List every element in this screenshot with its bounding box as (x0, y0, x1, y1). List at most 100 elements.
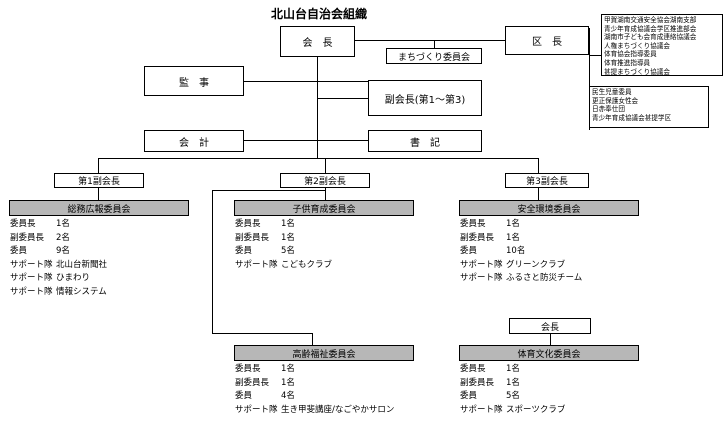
connector (550, 334, 551, 345)
member-row: サポート隊生き甲斐講座/なごやかサロン (235, 404, 394, 418)
member-role: 副委員長 (235, 377, 270, 388)
member-row: 副委員長 1名 (235, 232, 332, 246)
committee-name: 子供育成委員会 (292, 204, 356, 215)
kucho-box: 区 長 (505, 26, 589, 55)
member-value: 4名 (281, 391, 295, 401)
connector (355, 40, 505, 41)
member-role: 委員長 (235, 219, 261, 229)
fukukaicho-box: 副会長(第1～第3) (368, 80, 482, 116)
member-row: サポート隊こどもクラブ (235, 259, 332, 273)
member-role: 委員 (10, 246, 28, 256)
member-row: サポート隊北山台新聞社 (10, 259, 107, 273)
kanji-label: 監 事 (179, 77, 209, 89)
member-role: 委員 (235, 391, 253, 401)
committee-name: 総務広報委員会 (67, 204, 131, 215)
kaikei-label: 会 計 (179, 137, 209, 149)
somu-committee-header: 総務広報委員会 (9, 200, 189, 216)
member-role: 副委員長 (460, 232, 495, 243)
member-row: 副委員長 1名 (460, 232, 582, 246)
connector (212, 190, 213, 333)
connector (244, 140, 368, 141)
member-row: 委員長 1名 (10, 218, 107, 232)
kaikei-box: 会 計 (144, 130, 244, 152)
member-row: 委員長 1名 (460, 363, 565, 377)
member-role: サポート隊 (10, 273, 53, 283)
member-value: 2名 (56, 232, 70, 243)
member-role: 委員長 (460, 219, 486, 229)
member-value: ふるさと防災チーム (506, 273, 583, 283)
kucho-role: 青少年育成協議会甚提学区 (592, 113, 672, 122)
connector (325, 188, 326, 200)
member-value: 1名 (281, 377, 295, 388)
fukukaicho-label: 副会長(第1～第3) (384, 94, 466, 106)
member-row: 副委員長 2名 (10, 232, 107, 246)
connector (312, 333, 313, 345)
committee-name: 安全環境委員会 (517, 204, 581, 215)
connector (317, 57, 318, 158)
member-role: サポート隊 (460, 259, 503, 270)
connector (212, 190, 325, 191)
member-value: 5名 (506, 391, 520, 401)
vp3-label: 第3副会長 (526, 177, 568, 187)
machizukuri-label: まちづくり委員会 (397, 52, 470, 63)
kucho-role: 甚提まちづくり協議会 (604, 67, 670, 76)
member-value: 9名 (56, 246, 70, 256)
connector (244, 81, 368, 82)
machizukuri-box: まちづくり委員会 (386, 48, 482, 64)
member-value: 1名 (506, 232, 520, 243)
member-value: 1名 (56, 219, 70, 229)
kucho-role: 湖南市子ども会育成連絡協議会 (604, 33, 697, 42)
member-row: 委員 4名 (235, 390, 394, 404)
member-value: 1名 (281, 232, 295, 243)
anzen-member-list: 委員長 1名 副委員長 1名 委員 10名 サポート隊グリーンクラブ サポート隊ふるさ… (460, 218, 582, 286)
member-role: サポート隊 (235, 404, 278, 415)
connector (212, 333, 312, 334)
member-value: 5名 (281, 246, 295, 256)
connector (325, 158, 326, 173)
kucho-roles-box: 甲賀湖南交通安全協会湖南支部 青少年育成協議会学区推進部会 湖南市子ども会育成連… (601, 14, 723, 76)
member-value: 10名 (506, 246, 526, 256)
member-row: 委員長 1名 (460, 218, 582, 232)
member-role: 委員長 (460, 364, 486, 374)
member-row: サポート隊グリーンクラブ (460, 259, 582, 273)
kucho-role: 甲賀湖南交通安全協会湖南支部 (604, 16, 697, 24)
vp2-label: 第2副会長 (304, 177, 346, 187)
member-value: 1名 (506, 364, 520, 374)
member-row: サポート隊スポーツクラブ (460, 404, 565, 418)
kucho-role: 日赤奉仕団 (592, 105, 625, 114)
kucho-label: 区 長 (532, 37, 562, 48)
connector (98, 188, 99, 200)
kucho-role: 民生児童委員 (592, 88, 632, 96)
chart-title: 北山台自治会組織 (271, 7, 368, 21)
member-role: 副委員長 (10, 232, 45, 243)
vp1-box: 第1副会長 (54, 173, 144, 188)
member-value: ひまわり (56, 273, 91, 283)
taiiku-kaicho-box: 会長 (509, 318, 591, 334)
member-row: サポート隊ふるさと防災チーム (460, 272, 582, 286)
member-role: サポート隊 (235, 259, 278, 270)
taiiku-committee-header: 体育文化委員会 (459, 345, 639, 361)
member-role: 委員長 (235, 364, 261, 374)
member-value: 1名 (506, 219, 520, 229)
koureisha-committee-header: 高齢福祉委員会 (234, 345, 414, 361)
member-value: こどもクラブ (281, 259, 333, 270)
member-row: 委員 9名 (10, 245, 107, 259)
vp3-box: 第3副会長 (505, 173, 589, 188)
kucho-role: 人権まちづくり協議会 (604, 41, 670, 50)
kaicho-label: 会 長 (302, 38, 333, 49)
member-role: サポート隊 (460, 273, 503, 283)
kaicho-box: 会 長 (280, 26, 355, 57)
member-row: サポート隊情報システム (10, 286, 107, 300)
member-role: 委員 (460, 246, 478, 256)
member-role: 副委員長 (235, 232, 270, 243)
member-role: 委員長 (10, 219, 36, 229)
member-role: サポート隊 (10, 259, 53, 270)
